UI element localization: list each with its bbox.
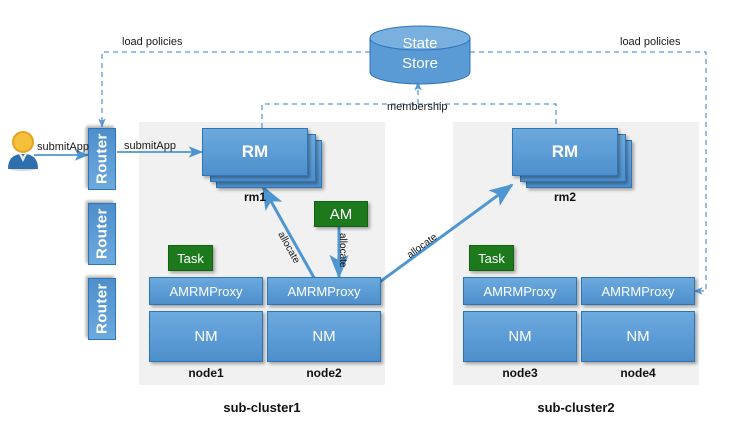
amrmproxy-node2[interactable]: AMRMProxy [267,277,381,305]
router-label: Router [93,133,111,185]
router-label: Router [93,208,111,260]
sub-cluster1-caption: sub-cluster1 [223,400,301,415]
nm-label: NM [508,328,532,345]
nm-label: NM [626,328,650,345]
node1-caption: node1 [188,366,224,380]
sub-cluster2-caption: sub-cluster2 [537,400,615,415]
nm-node2[interactable]: NM [267,311,381,362]
edge-load-policies-left [98,51,370,128]
rm-label: RM [241,142,269,161]
user-avatar-icon [6,129,40,171]
amrmproxy-label: AMRMProxy [601,283,675,299]
router-box-2[interactable]: Router [88,203,116,265]
node4-caption: node4 [620,366,656,380]
am-box[interactable]: AM [314,201,368,227]
router-box-3[interactable]: Router [88,278,116,340]
task-box-node1[interactable]: Task [168,245,213,271]
nm-label: NM [312,328,336,345]
rm-stack-rm1[interactable]: RM [202,128,326,190]
rm-label: RM [551,142,579,161]
edge-allocate-proxy2-rm1 [261,185,319,284]
amrmproxy-label: AMRMProxy [483,283,557,299]
am-label: AM [329,205,353,223]
state-store-label-line1: State [402,35,438,52]
rm-stack-rm2[interactable]: RM [512,128,636,190]
state-store-label-line2: Store [402,55,438,72]
edge-allocate-proxy2-rm2 [376,183,514,286]
amrmproxy-node1[interactable]: AMRMProxy [149,277,263,305]
amrmproxy-label: AMRMProxy [287,283,361,299]
router-label: Router [93,283,111,335]
edge-membership [261,81,557,128]
amrmproxy-label: AMRMProxy [169,283,243,299]
node3-caption: node3 [502,366,538,380]
edge-load-policies-right [470,51,707,295]
nm-node3[interactable]: NM [463,311,577,362]
amrmproxy-node4[interactable]: AMRMProxy [581,277,695,305]
edge-label-load-policies-right: load policies [620,36,681,48]
nm-label: NM [194,328,218,345]
amrmproxy-node3[interactable]: AMRMProxy [463,277,577,305]
rm2-caption: rm2 [553,190,576,204]
task-label: Task [177,250,204,266]
nm-node4[interactable]: NM [581,311,695,362]
edge-label-submitapp-router: submitApp [124,140,176,152]
router-box-1[interactable]: Router [88,128,116,190]
edge-label-allocate-am-proxy2: allocate [337,233,348,268]
node2-caption: node2 [306,366,342,380]
edge-label-membership: membership [387,101,448,113]
task-label: Task [478,250,505,266]
task-box-node3[interactable]: Task [469,245,514,271]
edge-label-load-policies-left: load policies [122,36,183,48]
nm-node1[interactable]: NM [149,311,263,362]
state-store[interactable]: State Store [368,25,472,85]
edge-label-submitapp-user: submitApp [37,141,89,153]
rm1-caption: rm1 [243,190,266,204]
